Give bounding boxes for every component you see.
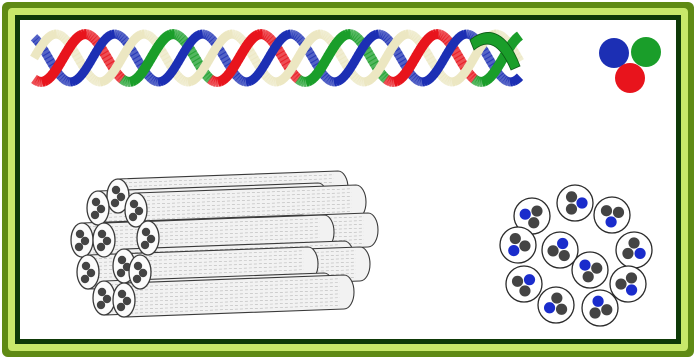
rod-dot [147, 235, 155, 243]
cell-dot-blue [579, 260, 590, 271]
cell-dot-blue [626, 284, 637, 295]
rod-dot [75, 243, 83, 251]
cross-section-cell [542, 232, 578, 268]
cell-dot-dark [559, 250, 570, 261]
rod-end-cap [71, 223, 93, 257]
cell-dot-blue [557, 238, 568, 249]
fiber-bundle-icon [71, 171, 378, 317]
cell-dot-dark [591, 263, 602, 274]
rod-dot [111, 199, 119, 207]
cell-dot-dark [566, 203, 577, 214]
rod-end-cap [137, 221, 159, 255]
cell-dot-dark [583, 271, 594, 282]
rod-dot [134, 262, 142, 270]
rod-end-cap [77, 255, 99, 289]
cell-dot-dark [601, 304, 612, 315]
green-circle [631, 37, 661, 67]
cell-dot-blue [592, 296, 603, 307]
cross-section-cell [594, 197, 630, 233]
cell-dot-blue [508, 245, 519, 256]
rod-dot [81, 275, 89, 283]
cross-section-cell [538, 287, 574, 323]
cell-dot-blue [544, 302, 555, 313]
rod-dot [87, 269, 95, 277]
rod-dot [112, 186, 120, 194]
cross-section-cell [506, 266, 542, 302]
rod-dot [142, 228, 150, 236]
rod-dot [81, 237, 89, 245]
cell-dot-dark [622, 248, 633, 259]
cross-section-cell [500, 227, 536, 263]
rod-dot [91, 211, 99, 219]
cross-section-cell [610, 266, 646, 302]
rod-dot [130, 200, 138, 208]
cell-dot-blue [524, 274, 535, 285]
rod-dot [118, 256, 126, 264]
cell-dot-dark [519, 285, 530, 296]
rod-end-cap [87, 191, 109, 225]
rod-dot [117, 193, 125, 201]
rod-dot [117, 269, 125, 277]
cell-dot-dark [626, 272, 637, 283]
cell-dot-dark [566, 191, 577, 202]
cell-dot-dark [556, 304, 567, 315]
cell-dot-blue [634, 248, 645, 259]
rod-dot [103, 237, 111, 245]
rod-dot [139, 269, 147, 277]
rod-dot [92, 198, 100, 206]
cross-section-cell [572, 252, 608, 288]
rod-dot [97, 243, 105, 251]
blue-circle [599, 38, 629, 68]
rod-dot [133, 275, 141, 283]
rod-dot [103, 295, 111, 303]
cell-dot-blue [520, 209, 531, 220]
cell-dot-dark [519, 240, 530, 251]
cross-section-cell [582, 290, 618, 326]
cell-dot-dark [551, 292, 562, 303]
cell-dot-dark [613, 207, 624, 218]
rod-dot [97, 205, 105, 213]
cell-dot-dark [528, 217, 539, 228]
rod-dot [98, 230, 106, 238]
cell-dot-dark [601, 205, 612, 216]
rod-dot [117, 303, 125, 311]
cell-dot-dark [615, 278, 626, 289]
cell-dot-dark [510, 233, 521, 244]
cell-dot-blue [576, 197, 587, 208]
cell-dot-dark [531, 205, 542, 216]
cell-dot-dark [589, 307, 600, 318]
rod-dot [123, 297, 131, 305]
rod-dot [82, 262, 90, 270]
rod-end-cap [113, 283, 135, 317]
rod-dot [118, 290, 126, 298]
rod-dot [141, 241, 149, 249]
rod-end-cap [93, 281, 115, 315]
rod-dot [135, 207, 143, 215]
cell-dot-dark [628, 237, 639, 248]
cell-dot-dark [547, 245, 558, 256]
rod-dot [97, 301, 105, 309]
cross-section-cell [557, 185, 593, 221]
rod-dot [98, 288, 106, 296]
cross-section-cell [616, 232, 652, 268]
rod-dot [76, 230, 84, 238]
rod-end-cap [93, 223, 115, 257]
cell-dot-dark [512, 276, 523, 287]
rod-dot [129, 213, 137, 221]
rod-end-cap [129, 255, 151, 289]
cell-dot-blue [605, 216, 616, 227]
red-circle [615, 63, 645, 93]
